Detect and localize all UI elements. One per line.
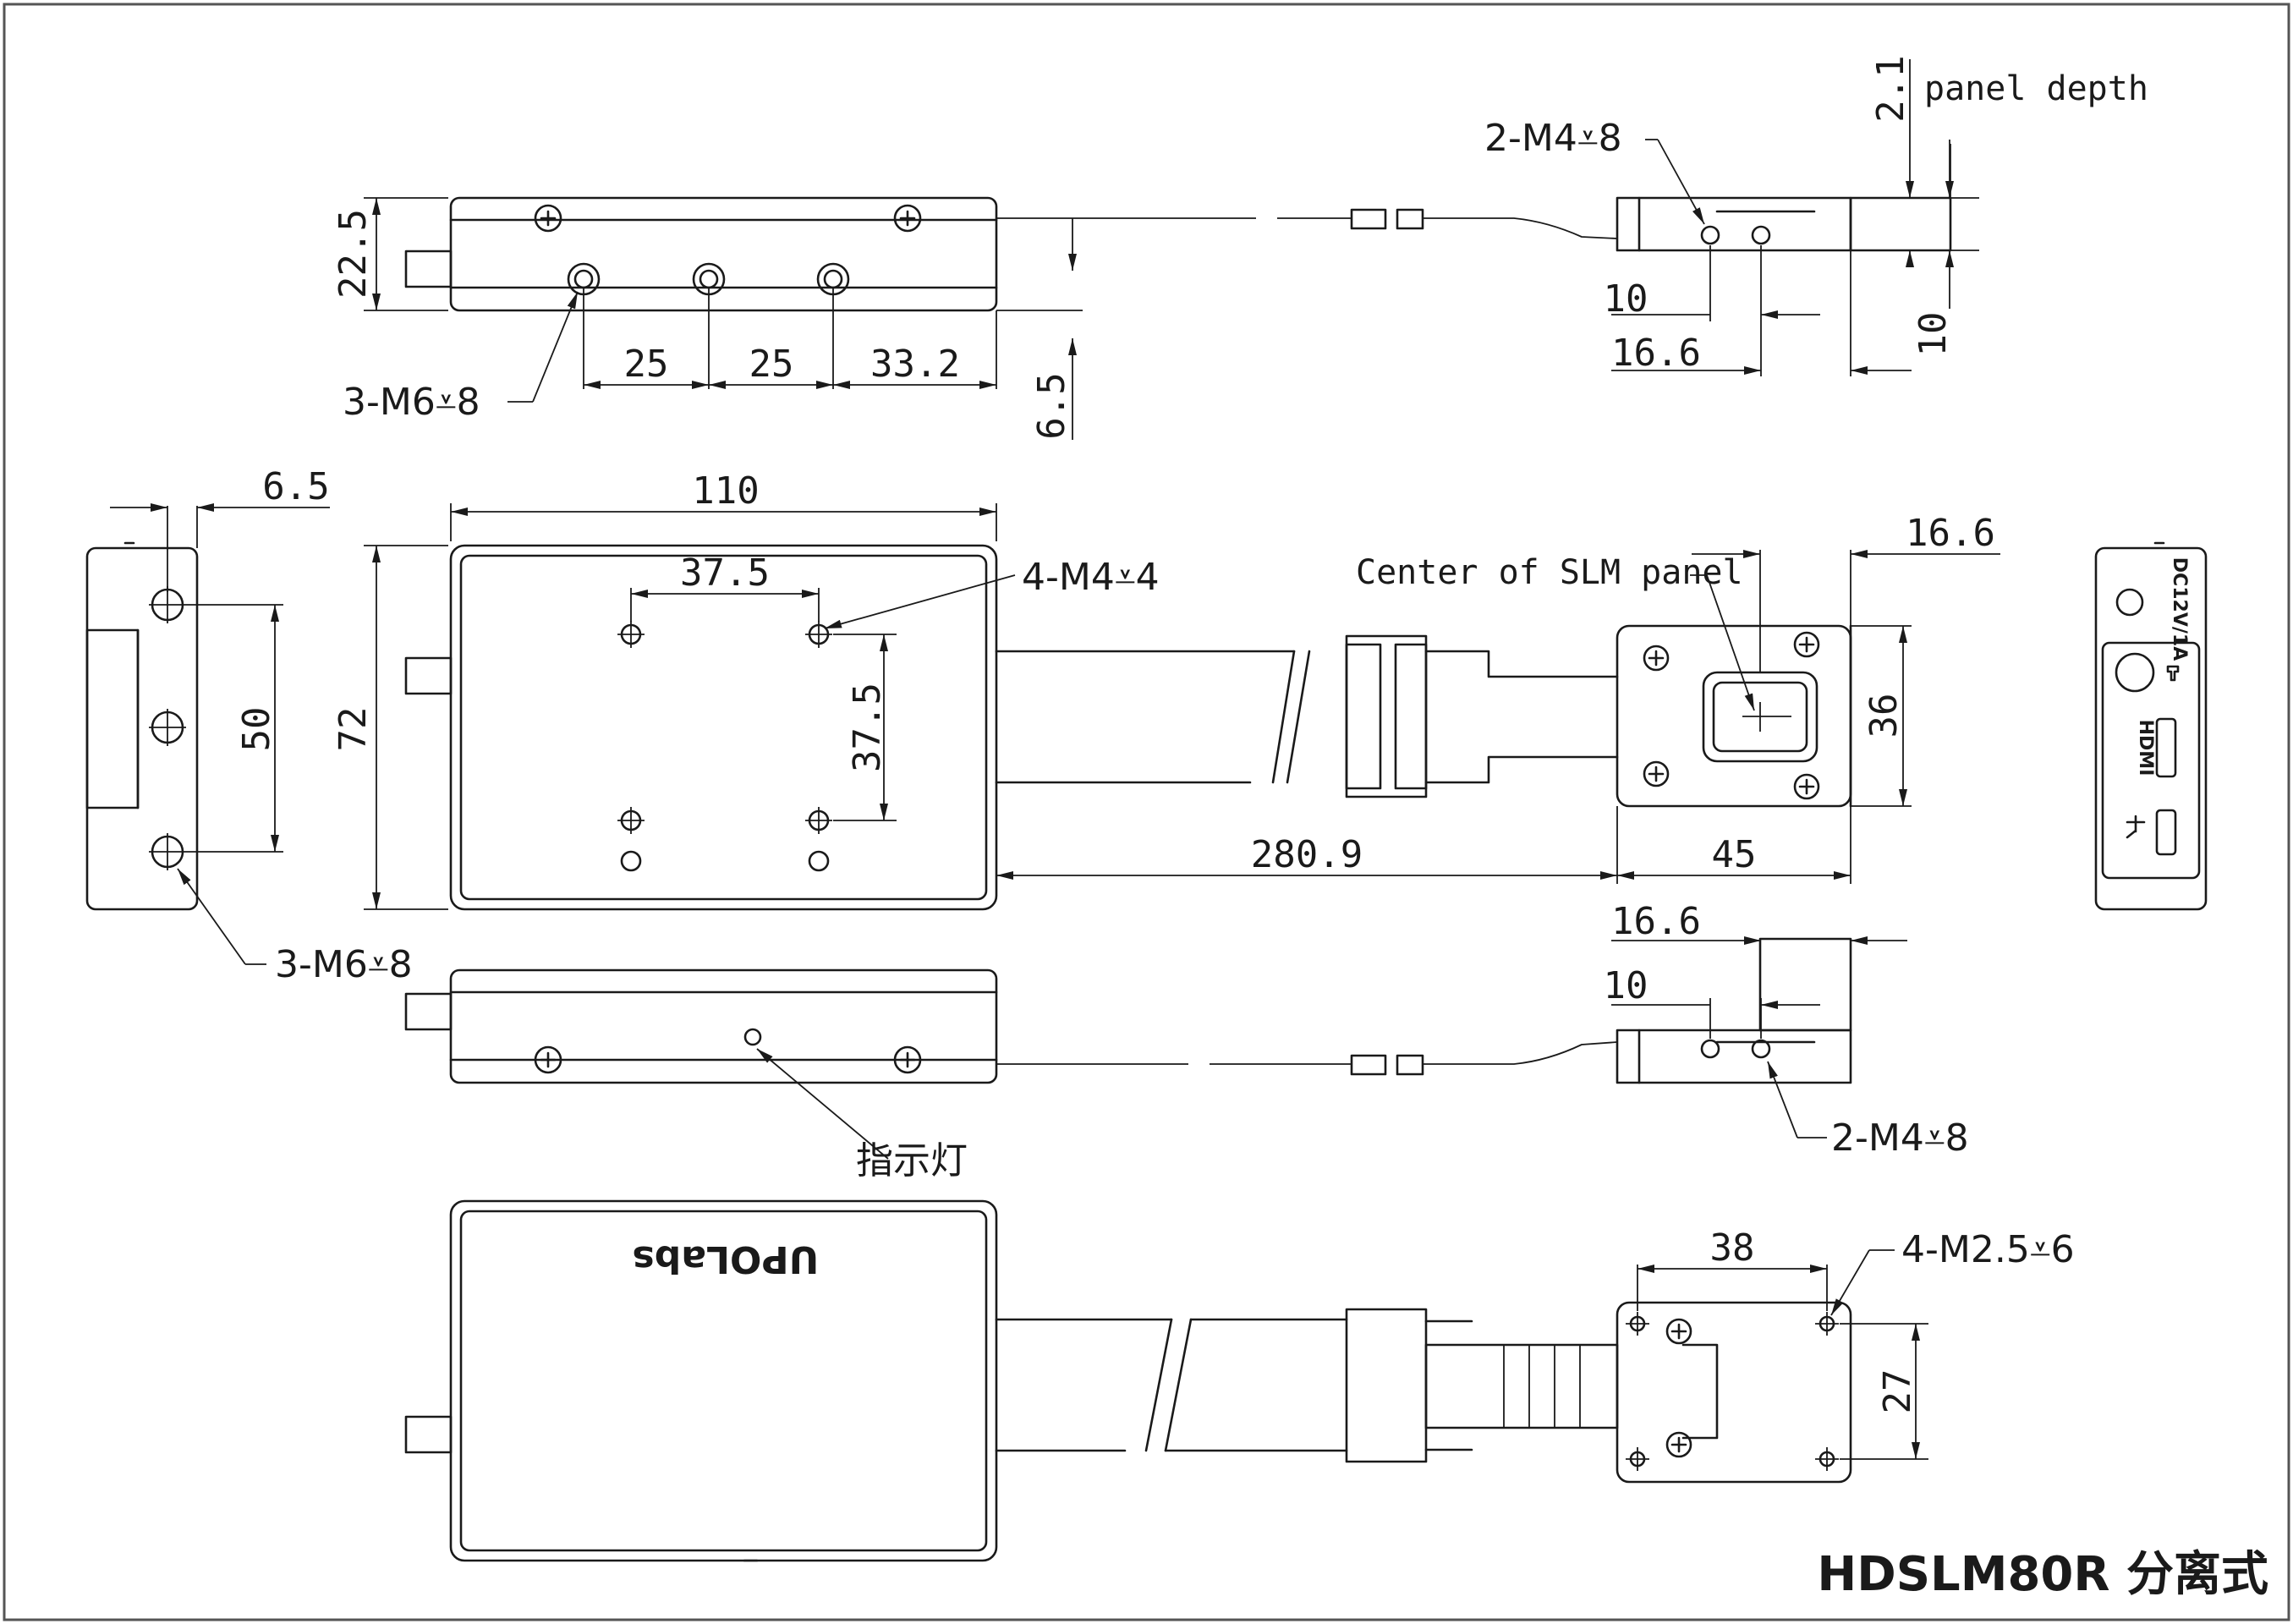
lower-side-view: 指示灯 10 16.6 2-M4⩡8: [404, 900, 1969, 1182]
screw-icon: [893, 1045, 922, 1074]
dim-45: 45: [1712, 833, 1757, 876]
screw-icon: [1793, 773, 1820, 800]
dim-25b: 25: [749, 343, 794, 386]
screw-icon: [1665, 1431, 1692, 1458]
dim-38: 38: [1710, 1226, 1755, 1270]
hole-m6: [149, 709, 186, 746]
screw-icon: [534, 204, 562, 233]
dim-36: 36: [1862, 694, 1906, 738]
dim-6-5-vert: 6.5: [1030, 372, 1073, 439]
dim-16-6-low: 16.6: [1611, 900, 1701, 943]
callout-2-m4-side-right: 2-M4⩡8: [1831, 1116, 1969, 1160]
dim-6-5-left: 6.5: [262, 465, 329, 508]
screw-icon: [893, 204, 922, 233]
dim-10-vert: 10: [1912, 312, 1955, 357]
dim-72: 72: [332, 707, 375, 752]
screw-icon: [1643, 645, 1670, 672]
hole-m4: [805, 807, 832, 834]
label-hdmi-port: HDMI: [2135, 720, 2156, 776]
screw-icon: [1643, 760, 1670, 787]
hole-m4: [617, 807, 645, 834]
dim-37-5-h: 37.5: [680, 551, 770, 595]
dim-27: 27: [1876, 1369, 1919, 1414]
hole-m6: [149, 833, 186, 870]
label-power-port: DC12V/1A: [2169, 557, 2190, 661]
hole-m25: [1815, 1447, 1839, 1471]
drawing-title: HDSLM80R 分离式: [1817, 1547, 2268, 1602]
left-end-view: 6.5 50 3-M6⩡8: [85, 465, 413, 986]
hole-m25: [1815, 1312, 1839, 1336]
dim-280-9: 280.9: [1251, 833, 1363, 876]
right-end-view: DC12V/1A HDMI: [2094, 541, 2208, 911]
dim-2-1: 2.1: [1869, 55, 1912, 122]
dim-16-6-top: 16.6: [1611, 332, 1701, 375]
callout-3-m6-left: 3-M6⩡8: [275, 943, 413, 986]
dim-37-5-v: 37.5: [846, 683, 889, 772]
label-center-slm: Center of SLM panel: [1356, 553, 1743, 592]
bottom-view: UPOLabs 38 27 4-M2.5⩡6: [404, 1199, 2075, 1562]
screw-icon: [1793, 631, 1820, 658]
callout-2-m4-top-right: 2-M4⩡8: [1484, 117, 1622, 160]
callout-3-m6-top: 3-M6⩡8: [343, 381, 480, 424]
drawing-frame: [3, 3, 2290, 1621]
dim-25a: 25: [624, 343, 669, 386]
dim-33-2: 33.2: [870, 343, 960, 386]
hole-m4: [617, 621, 645, 648]
dim-22-5: 22.5: [332, 209, 375, 299]
dim-110: 110: [692, 469, 759, 513]
dim-10-low: 10: [1604, 964, 1648, 1007]
label-panel-depth: panel depth: [1924, 69, 2148, 108]
screw-icon: [534, 1045, 562, 1074]
callout-4-m2-5: 4-M2.5⩡6: [1901, 1228, 2075, 1271]
label-indicator: 指示灯: [856, 1139, 968, 1182]
hole-m4: [805, 621, 832, 648]
label-brand: UPOLabs: [633, 1237, 820, 1281]
dim-10-top: 10: [1604, 277, 1648, 321]
hole-m25: [1626, 1447, 1649, 1471]
top-side-view: 22.5 25 25 33.2 6.5 3-M6⩡8 2-M4⩡8 10 16.…: [332, 55, 2148, 440]
plan-view: 110 72 37.5 37.5 4-M4⩡4 280.9 45 36 16.6…: [332, 469, 2000, 911]
screw-icon: [1665, 1318, 1692, 1345]
dim-16-6-mid: 16.6: [1906, 512, 1995, 555]
dim-50: 50: [235, 707, 278, 752]
hole-m25: [1626, 1312, 1649, 1336]
callout-4-m4-plan: 4-M4⩡4: [1022, 556, 1160, 599]
